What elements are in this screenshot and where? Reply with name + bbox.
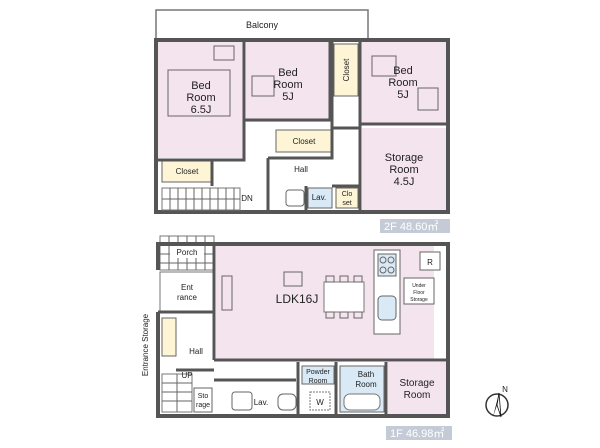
closet-vertical: [333, 43, 359, 97]
powder-label-2: Room: [309, 378, 328, 385]
closet-left-label: Closet: [176, 167, 199, 176]
floor-2-area-label: 2F 48.60㎡: [384, 220, 438, 233]
storage-small-label-1: Sto: [198, 393, 209, 400]
bed-room-2-size: 5J: [282, 91, 294, 103]
lav-1f-label: Lav.: [254, 398, 269, 407]
storage-small-1f: [193, 387, 213, 413]
floor-1: Porch Ent rance Entrance Storage R Under…: [141, 235, 452, 440]
bed-2-furniture: [251, 75, 275, 97]
floor-1-interior-walls: [158, 244, 448, 416]
bed-room-1-label-line2: Room: [186, 92, 215, 104]
bathtub: [343, 393, 381, 411]
bed-room-2-label-line2: Room: [273, 79, 302, 91]
storage-2f-size: 4.5J: [394, 176, 415, 188]
storage-1f-label-2: Room: [404, 390, 431, 401]
stairs-dn-label: DN: [241, 194, 253, 203]
tv-stand: [283, 271, 303, 287]
porch-area: [159, 235, 215, 271]
hall-1f-label: Hall: [189, 347, 203, 356]
bed-3-furniture: [371, 55, 397, 77]
bed-room-3-label-line2: Room: [388, 77, 417, 89]
entrance-label-line1: Ent: [181, 283, 194, 292]
refrigerator: [419, 251, 441, 271]
underfloor-label-3: Storage: [410, 297, 428, 303]
bed-room-1-size: 6.5J: [191, 104, 212, 116]
closet-small-2f: [335, 187, 359, 209]
closet-vertical-label: Closet: [342, 58, 351, 81]
floor-1-area-badge: [386, 426, 452, 440]
storage-2f-label-line2: Room: [389, 164, 418, 176]
kitchen-counter: [373, 249, 401, 335]
powder-room-counter: [301, 365, 335, 385]
porch-label: Porch: [177, 248, 198, 257]
floor-1-exterior-wall: [156, 242, 450, 418]
bath-label-2: Room: [355, 380, 377, 389]
lav-2f-label: Lav.: [312, 193, 327, 202]
dining-table: [323, 275, 365, 319]
closet-small-label-line2: set: [342, 200, 351, 207]
washer: [309, 391, 331, 411]
bed-room-2: [246, 40, 330, 122]
lav-counter-2f: [307, 187, 333, 209]
closet-main-label: Closet: [293, 137, 316, 146]
underfloor-label-2: Floor: [413, 290, 425, 296]
storage-1f-label-1: Storage: [399, 378, 434, 389]
lav-sink-2f: [285, 189, 305, 207]
ldk-label: LDK16J: [276, 292, 319, 306]
bed-3-desk: [417, 87, 439, 111]
entrance-storage-unit: [161, 317, 177, 357]
storage-room-2f: [362, 128, 446, 210]
entrance-storage-label: Entrance Storage: [141, 313, 150, 376]
bed-1-furniture: [167, 45, 235, 117]
storage-room-1f: [388, 362, 448, 414]
closet-small-label-line1: Clo: [342, 191, 353, 198]
powder-label-1: Powder: [306, 369, 330, 376]
stairs-2f: [161, 187, 241, 211]
entrance-floor: [159, 271, 215, 313]
balcony-area: [155, 9, 369, 41]
refrigerator-label: R: [427, 258, 433, 267]
stairs-1f: [161, 373, 193, 413]
underfloor-storage: [403, 277, 435, 305]
bed-room-3-size: 5J: [397, 89, 409, 101]
underfloor-label-1: Under: [412, 283, 426, 289]
sofa: [221, 275, 233, 311]
floor-2-area-badge: [380, 219, 450, 233]
floor-2-interior-walls: [156, 40, 446, 210]
toilet-1f: [277, 393, 297, 411]
floor-2-exterior-wall: [154, 38, 450, 214]
stairs-up-label: UP: [181, 371, 192, 380]
bed-room-1-label-line1: Bed: [191, 80, 211, 92]
balcony-label: Balcony: [246, 20, 279, 30]
compass-north-label: N: [502, 385, 508, 394]
entrance-label-line2: rance: [177, 293, 198, 302]
hall-2f-label: Hall: [294, 165, 308, 174]
washer-label: W: [316, 398, 324, 407]
floor-1-area-label: 1F 46.98㎡: [390, 427, 444, 440]
bed-room-3-label-line1: Bed: [393, 65, 413, 77]
storage-2f-label-line1: Storage: [385, 152, 424, 164]
bed-room-2-label-line1: Bed: [278, 67, 298, 79]
floor-2: Balcony DN Bed Roo: [154, 9, 450, 233]
lav-sink-1f: [231, 391, 253, 411]
storage-small-label-2: rage: [196, 402, 210, 409]
bath-label-1: Bath: [358, 370, 374, 379]
compass-icon: [485, 392, 509, 418]
